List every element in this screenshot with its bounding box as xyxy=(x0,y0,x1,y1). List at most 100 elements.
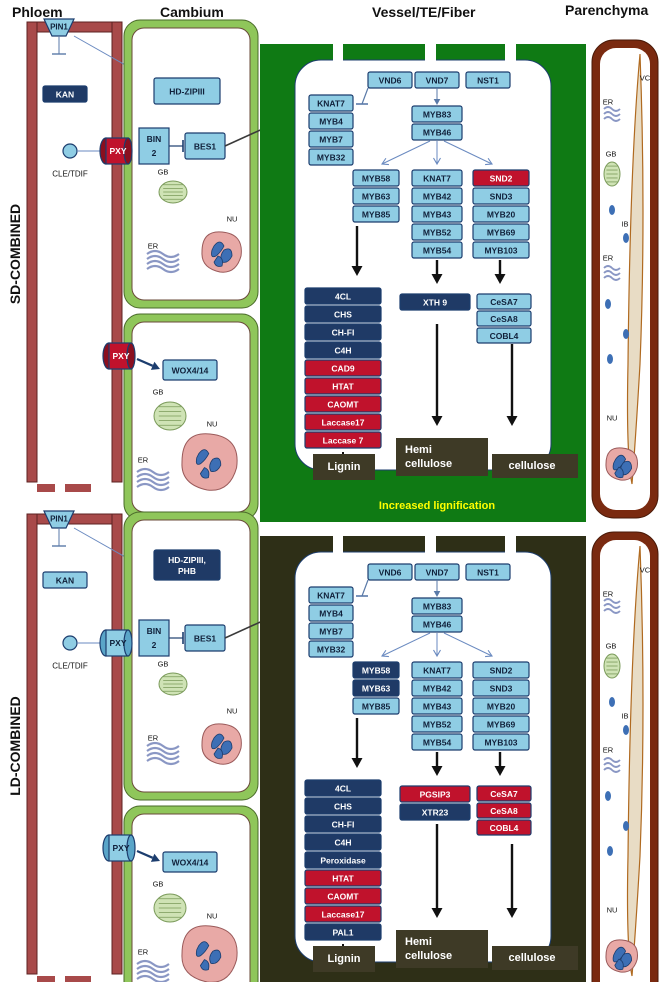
ld-col2-3-box xyxy=(411,715,463,733)
ld-pxy-label: PXY xyxy=(109,638,126,648)
ld-cellg-2-box xyxy=(476,819,532,836)
sd-pxy2-to-wox-shaft xyxy=(136,357,154,367)
ld-gb-1-label: GB xyxy=(158,660,169,669)
sd-paren-nu-label: NU xyxy=(607,414,618,423)
ld-branch-3-shaft xyxy=(443,632,493,657)
ld-paren-gb-label: GB xyxy=(606,642,617,651)
sd-leftcol-0-box xyxy=(308,94,354,112)
sd-hemi-0-box xyxy=(399,293,471,311)
sd-leftcol-3-label: MYB32 xyxy=(317,153,346,163)
sd-arrow-hemi-head xyxy=(431,274,443,284)
ld-hdzip-box xyxy=(153,549,221,581)
sd-lig-6-label: CAOMT xyxy=(327,400,359,410)
ld-phloem-bottom-wall xyxy=(37,976,55,982)
sd-bin2-box xyxy=(138,127,170,165)
sd-col3-2-box xyxy=(472,205,530,223)
sd-nu-1-chromatin xyxy=(220,248,233,263)
ld-paren-nu-chromatin xyxy=(614,958,624,971)
sd-wox-box xyxy=(162,359,218,381)
ld-kan-label: KAN xyxy=(56,576,74,586)
ld-col1-0-box xyxy=(352,661,400,679)
ld-lig-7-label: Laccase17 xyxy=(321,910,364,920)
ld-phloem-bottom-wall xyxy=(65,976,91,982)
sd-nu-2-chromatin xyxy=(195,449,210,465)
ld-paren-er2-label: ER xyxy=(603,746,614,755)
ld-hemi-0-label: PGSIP3 xyxy=(420,790,451,800)
ld-nu-2-chromatin xyxy=(195,941,210,957)
ld-paren-er xyxy=(603,608,621,614)
ld-pxy-end xyxy=(123,629,133,657)
sd-knat-inhibit-line xyxy=(361,87,369,105)
sd-top-2-box xyxy=(465,71,511,89)
ld-leftcol-0-label: KNAT7 xyxy=(317,591,345,601)
sd-pin1-label: PIN1 xyxy=(50,23,68,32)
sd-arrow-to-cell-head xyxy=(506,416,518,426)
sd-nu-2-chromatin xyxy=(209,457,222,472)
ld-lig-5-box xyxy=(304,869,382,887)
ld-col2-4-label: MYB54 xyxy=(423,738,452,748)
ld-leftcol-3-box xyxy=(308,640,354,658)
ld-vnd-to-myb83-head xyxy=(433,591,441,597)
sd-paren-dot xyxy=(607,354,613,364)
sd-col3-3-box xyxy=(472,223,530,241)
sd-hdzip-box xyxy=(153,77,221,105)
sd-cellg-0-box xyxy=(476,293,532,310)
ld-nu-1-chromatin xyxy=(211,733,225,750)
sd-paren-er2 xyxy=(603,270,621,276)
ld-cle-label: CLE/TDIF xyxy=(52,662,88,671)
sd-er-1-label: ER xyxy=(148,242,159,251)
ld-top-0-label: VND6 xyxy=(379,568,402,578)
ld-nu-1-chromatin xyxy=(220,740,233,755)
ld-col2-1-label: MYB42 xyxy=(423,684,452,694)
ld-lig-4-label: Peroxidase xyxy=(320,856,366,866)
sd-leftcol-2-box xyxy=(308,130,354,148)
sd-paren-dot xyxy=(623,233,629,243)
ld-knat-inhibit-line xyxy=(361,579,369,597)
sd-col1-1-label: MYB63 xyxy=(362,192,391,202)
ld-col2-2-label: MYB43 xyxy=(423,702,452,712)
sd-top-0-box xyxy=(367,71,413,89)
sd-col2-3-label: MYB52 xyxy=(423,228,452,238)
sd-paren-er xyxy=(603,116,621,122)
sd-top-0-label: VND6 xyxy=(379,76,402,86)
ld-kan-box xyxy=(42,571,88,589)
sd-lig-8-label: Laccase 7 xyxy=(323,436,364,446)
ld-col2-4-box xyxy=(411,733,463,751)
sd-footer: Increased lignification xyxy=(379,500,495,512)
sd-bes1-label: BES1 xyxy=(194,142,216,152)
ld-col3-1-box xyxy=(472,679,530,697)
sd-arrow-lignin-head xyxy=(351,266,363,276)
sd-paren-er2 xyxy=(603,275,621,281)
ld-arrow-cell-head xyxy=(494,766,506,776)
sd-prod-cell-label: cellulose xyxy=(508,460,555,472)
sd-pit-0 xyxy=(333,44,343,62)
ld-lig-1-box xyxy=(304,797,382,815)
ld-prod-hemi-line: cellulose xyxy=(405,950,452,962)
ld-col3-3-label: MYB69 xyxy=(487,720,516,730)
ld-col1-1-label: MYB63 xyxy=(362,684,391,694)
ld-er-1 xyxy=(146,756,180,766)
ld-hemi-0-box xyxy=(399,785,471,803)
sd-branch-3-head xyxy=(485,157,493,166)
ld-cellg-1-box xyxy=(476,802,532,819)
ld-top-1-label: VND7 xyxy=(426,568,449,578)
ld-pxy2-end xyxy=(126,834,136,862)
ld-bes1-label: BES1 xyxy=(194,634,216,644)
ld-paren-er-label: ER xyxy=(603,590,614,599)
sd-cle-circle xyxy=(62,143,78,159)
sd-er-2 xyxy=(136,467,170,477)
ld-paren-er2 xyxy=(603,767,621,773)
sd-prod-cell-box xyxy=(492,454,578,478)
ld-col3-0-label: SND2 xyxy=(490,666,513,676)
sd-cle-label: CLE/TDIF xyxy=(52,170,88,179)
ld-paren-dot xyxy=(623,725,629,735)
sd-paren-er2 xyxy=(603,265,621,271)
ld-panel: LD-COMBINEDPIN1KANCLE/TDIFHD-ZIPIII,PHBP… xyxy=(7,510,659,982)
ld-col2-1-box xyxy=(411,679,463,697)
ld-mid-1-box xyxy=(411,615,463,633)
ld-hdzip-label: HD-ZIPIII,PHB xyxy=(168,555,206,576)
ld-hdzip-line: PHB xyxy=(178,566,196,576)
ld-arrow-to-hemi-head xyxy=(431,908,443,918)
sd-paren-er xyxy=(603,106,621,112)
